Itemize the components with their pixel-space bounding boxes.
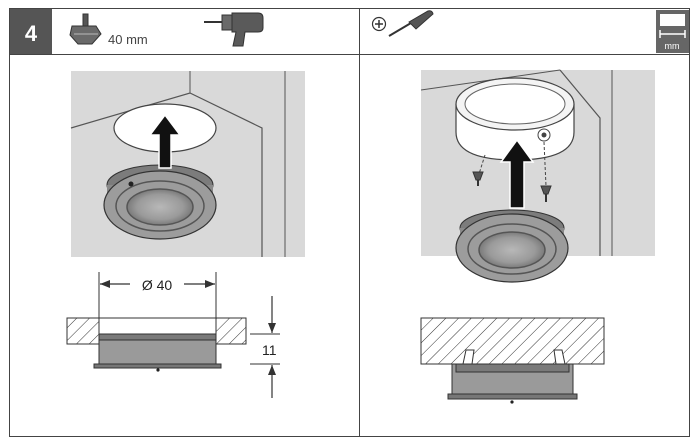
light-fixture — [103, 164, 217, 240]
diameter-dimension: Ø 40 — [98, 272, 217, 330]
right-mount-illustration — [420, 69, 655, 283]
light-fixture-right — [455, 209, 569, 283]
ruler-measure-icon: mm — [656, 10, 689, 53]
left-cross-section — [66, 317, 247, 372]
insert-arrow — [148, 113, 182, 169]
height-label: 11 — [262, 342, 277, 358]
mount-arrow — [499, 138, 535, 209]
unit-label: mm — [665, 41, 680, 51]
drill-size-label: 40 mm — [108, 32, 148, 47]
diameter-label: Ø 40 — [142, 277, 173, 293]
phillips-screwdriver-icon — [371, 10, 434, 37]
hole-saw-icon — [69, 13, 102, 45]
mounting-ring — [455, 77, 575, 161]
step-badge: 4 — [10, 9, 52, 54]
step-number: 4 — [25, 21, 38, 46]
height-dimension: 11 — [250, 296, 280, 398]
left-install-illustration — [70, 71, 305, 257]
screw-right — [540, 141, 552, 202]
right-cross-section — [420, 317, 605, 404]
power-drill-icon — [204, 12, 264, 47]
outer-frame — [9, 8, 690, 437]
screw-left — [472, 154, 486, 186]
